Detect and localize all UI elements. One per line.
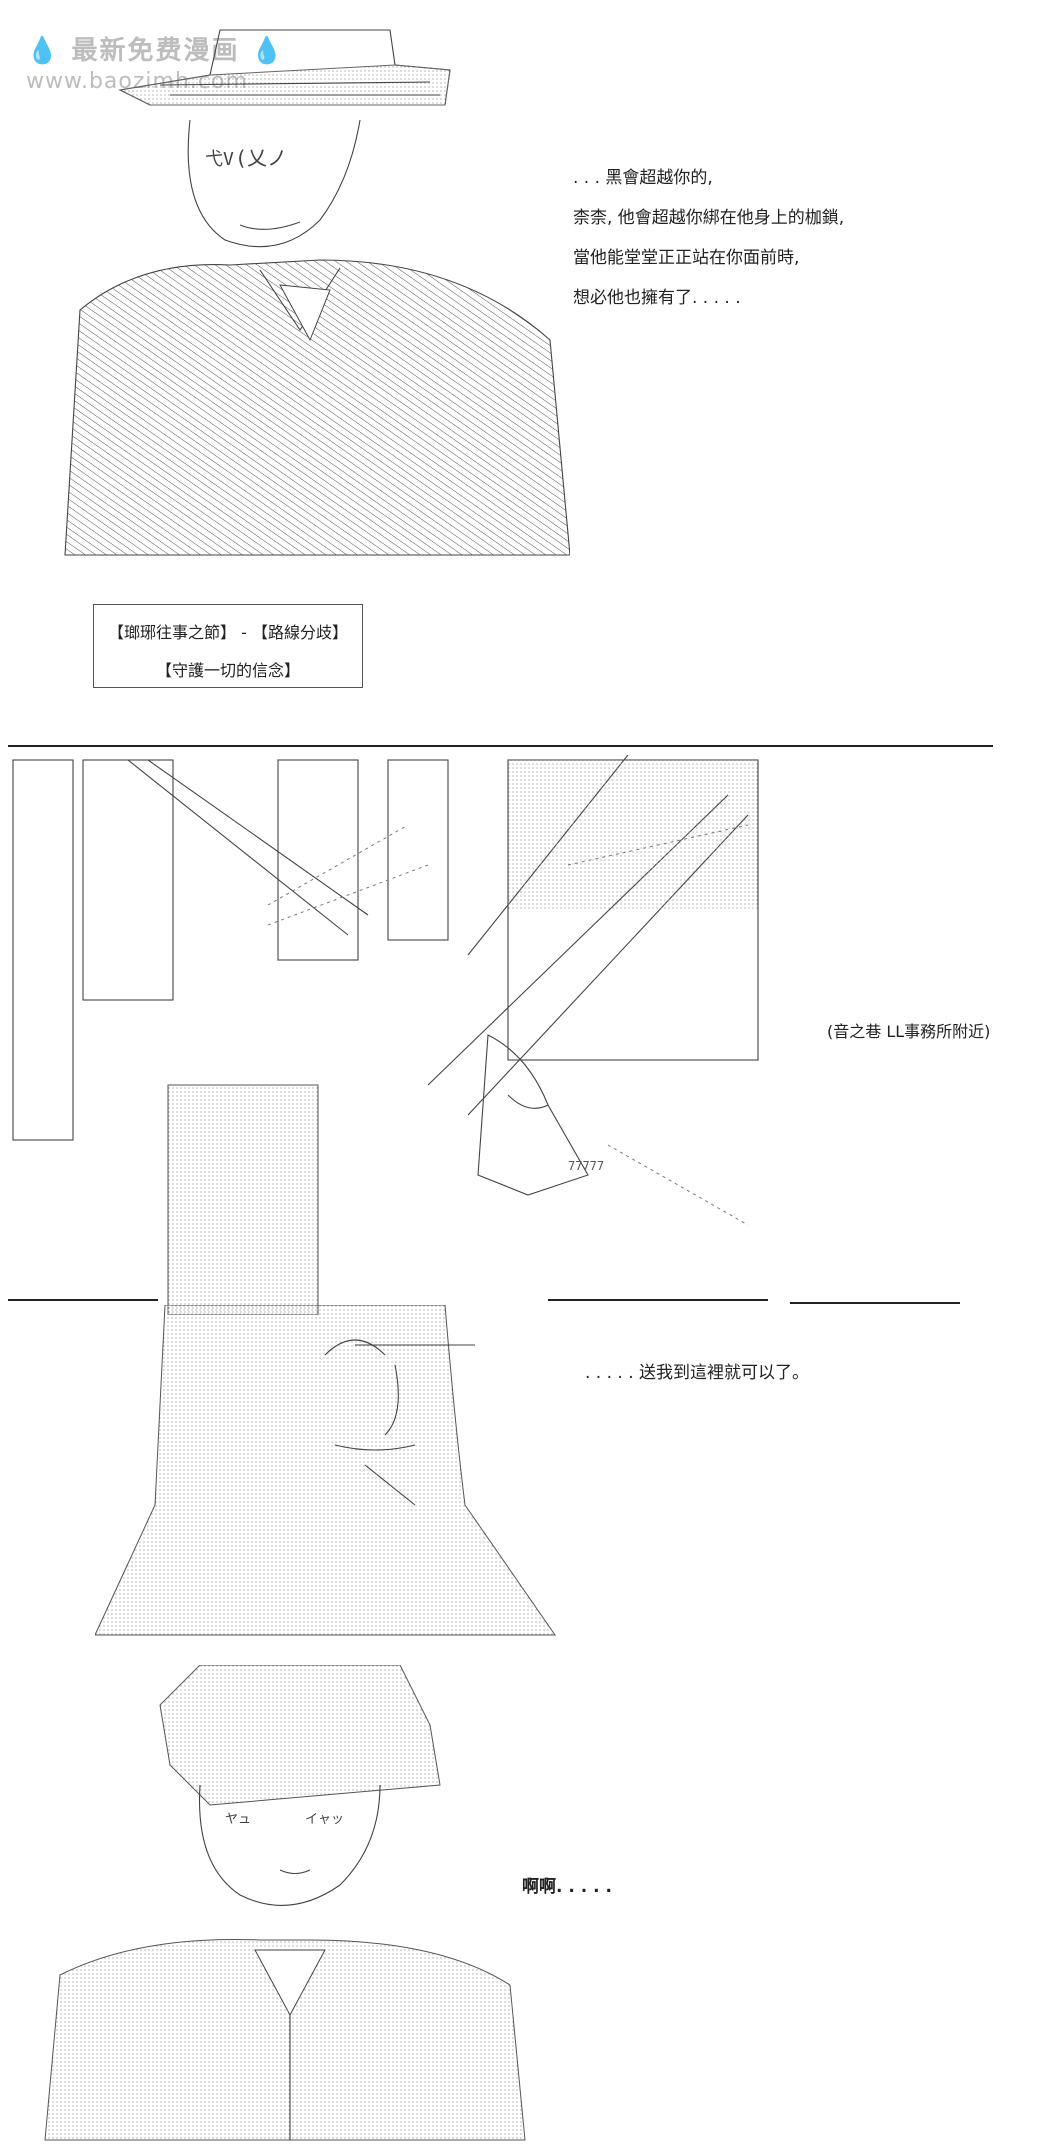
chapter-title-box: 【瑯琊往事之節】 - 【路線分歧】 【守護一切的信念】 [93, 604, 363, 688]
chapter-subtitle: 【守護一切的信念】 [155, 661, 300, 680]
svg-text:(乂ノ: (乂ノ [235, 146, 287, 170]
panel1-dialog: . . . 黑會超越你的, 柰柰, 他會超越你綁在他身上的枷鎖, 當他能堂堂正正… [573, 158, 1013, 318]
panel3-dialog: 啊啊. . . . . [522, 1877, 612, 1897]
svg-text:77777: 77777 [568, 1159, 604, 1173]
ascii-art-scene-icon: 77777 [8, 755, 768, 1315]
svg-text:ヤュ: ヤュ [225, 1812, 251, 1827]
drop-right-icon: 💧 [250, 36, 285, 66]
panel2-dialog: . . . . . 送我到這裡就可以了。 [585, 1363, 810, 1383]
watermark-title: 最新免费漫画 [71, 36, 240, 66]
panel2-right-rule [790, 1302, 960, 1304]
ascii-art-figure-icon: ヤュ イャッ [44, 1665, 526, 2141]
svg-text:弋V: 弋V [205, 149, 234, 170]
chapter-title: 【瑯琊往事之節】 - 【路線分歧】 [108, 623, 348, 642]
dialog-line: 當他能堂堂正正站在你面前時, [573, 248, 800, 268]
panel2-top-rule [8, 745, 993, 747]
ascii-art-figure-icon: (乂ノ 弋V [64, 29, 570, 556]
svg-text:イャッ: イャッ [305, 1812, 344, 1827]
location-caption: (音之巷 LL事務所附近) [827, 1022, 991, 1041]
dialog-line: 想必他也擁有了. . . . . [573, 288, 741, 308]
drop-left-icon: 💧 [26, 36, 61, 66]
dialog-line: 柰柰, 他會超越你綁在他身上的枷鎖, [573, 208, 845, 228]
dialog-line: . . . 黑會超越你的, [573, 168, 713, 188]
ascii-art-figure-icon [95, 1305, 556, 1636]
